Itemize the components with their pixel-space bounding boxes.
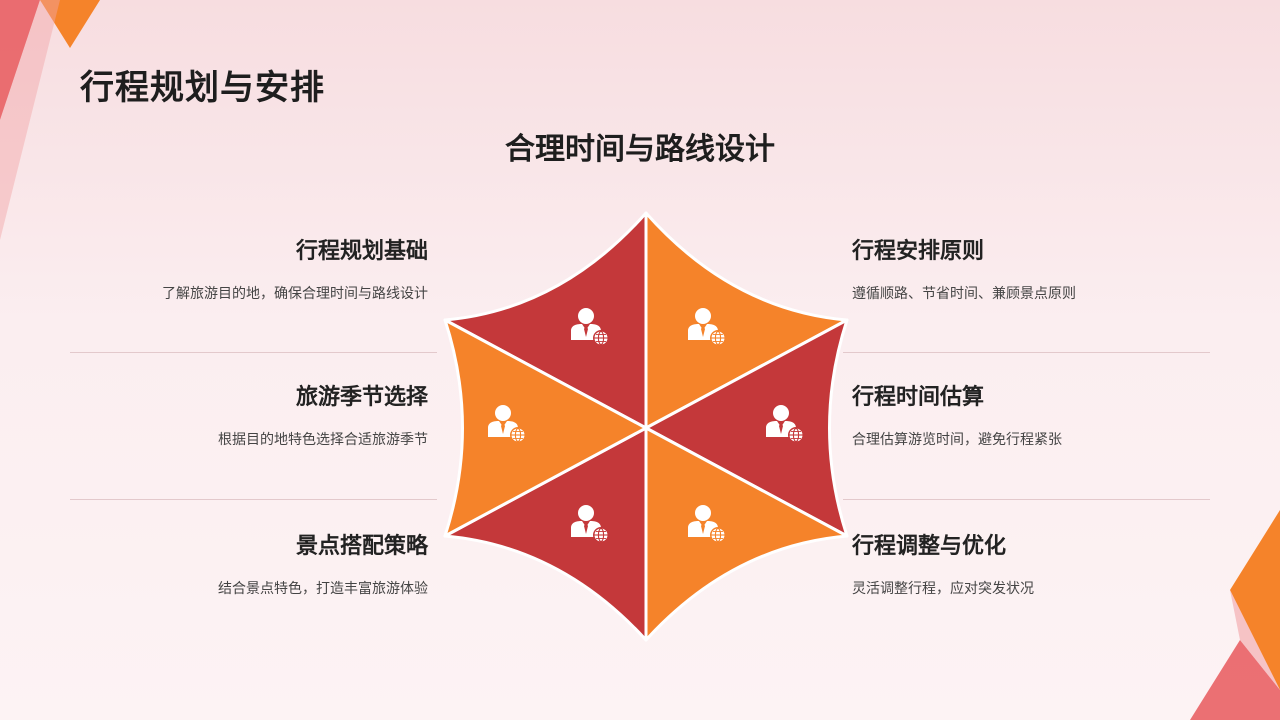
item-adjust: 行程调整与优化 灵活调整行程，应对突发状况 <box>852 533 1232 599</box>
item-desc: 根据目的地特色选择合适旅游季节 <box>218 432 428 448</box>
item-plan-basics: 行程规划基础 了解旅游目的地，确保合理时间与路线设计 <box>48 238 428 304</box>
item-desc: 结合景点特色，打造丰富旅游体验 <box>218 581 428 597</box>
item-title: 行程规划基础 <box>295 239 428 264</box>
divider <box>70 352 437 353</box>
item-desc: 合理估算游览时间，避免行程紧张 <box>852 432 1062 448</box>
decor-bottom-right <box>1190 510 1280 720</box>
item-time-estimate: 行程时间估算 合理估算游览时间，避免行程紧张 <box>852 384 1232 450</box>
item-spots: 景点搭配策略 结合景点特色，打造丰富旅游体验 <box>48 533 428 599</box>
item-season: 旅游季节选择 根据目的地特色选择合适旅游季节 <box>48 384 428 450</box>
divider <box>70 499 437 500</box>
page-title: 行程规划与安排 <box>80 68 325 108</box>
item-desc: 灵活调整行程，应对突发状况 <box>852 581 1034 597</box>
item-title: 行程时间估算 <box>852 385 985 410</box>
segment-left <box>443 318 648 538</box>
item-title: 行程安排原则 <box>852 239 985 264</box>
item-title: 旅游季节选择 <box>295 385 428 410</box>
page-subtitle: 合理时间与路线设计 <box>505 132 775 167</box>
segment-bottom-left <box>443 426 648 642</box>
item-desc: 遵循顺路、节省时间、兼顾景点原则 <box>852 286 1076 302</box>
segment-bottom-right <box>644 426 849 642</box>
divider <box>843 352 1210 353</box>
item-title: 景点搭配策略 <box>295 534 428 559</box>
item-principles: 行程安排原则 遵循顺路、节省时间、兼顾景点原则 <box>852 238 1232 304</box>
divider <box>843 499 1210 500</box>
item-title: 行程调整与优化 <box>852 534 1007 559</box>
hexagon-star-diagram <box>443 211 849 642</box>
segment-top-right <box>644 211 849 430</box>
item-desc: 了解旅游目的地，确保合理时间与路线设计 <box>162 286 428 302</box>
segment-top-left <box>443 211 648 430</box>
segment-right <box>644 318 849 538</box>
